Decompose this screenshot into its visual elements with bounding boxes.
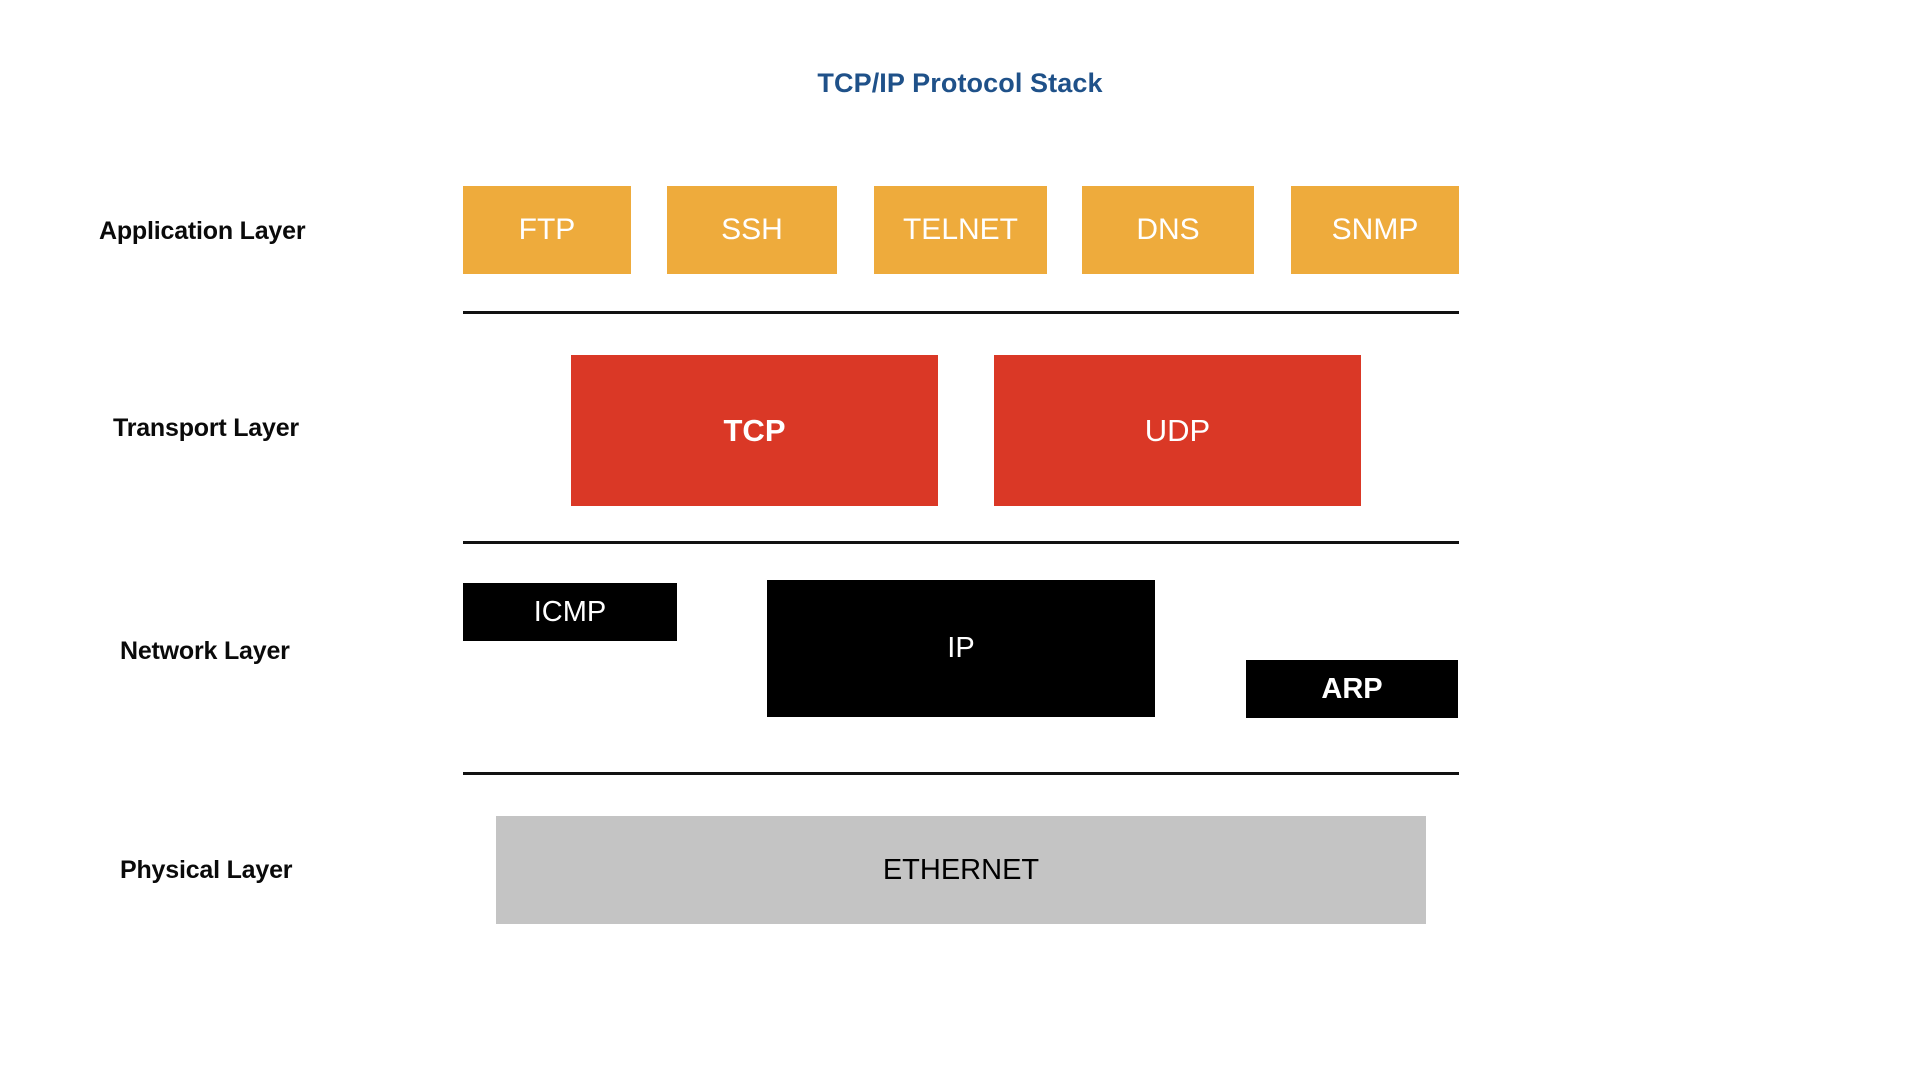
layer-label-physical: Physical Layer xyxy=(120,856,293,884)
layer-divider-application-transport xyxy=(463,311,1459,314)
protocol-box-snmp: SNMP xyxy=(1291,186,1459,274)
layer-label-network: Network Layer xyxy=(120,637,290,665)
protocol-box-ftp: FTP xyxy=(463,186,631,274)
protocol-box-dns: DNS xyxy=(1082,186,1254,274)
protocol-box-udp: UDP xyxy=(994,355,1361,506)
protocol-box-tcp: TCP xyxy=(571,355,938,506)
layer-label-transport: Transport Layer xyxy=(113,414,299,442)
protocol-box-arp: ARP xyxy=(1246,660,1458,718)
protocol-label-dns: DNS xyxy=(1136,213,1200,246)
protocol-label-udp: UDP xyxy=(1144,413,1211,448)
protocol-box-telnet: TELNET xyxy=(874,186,1047,274)
layer-divider-network-physical xyxy=(463,772,1459,775)
protocol-label-tcp: TCP xyxy=(723,413,786,448)
protocol-label-telnet: TELNET xyxy=(902,213,1019,246)
protocol-box-ethernet: ETHERNET xyxy=(496,816,1426,924)
protocol-label-ethernet: ETHERNET xyxy=(882,853,1040,886)
protocol-label-icmp: ICMP xyxy=(533,595,607,628)
protocol-label-ftp: FTP xyxy=(518,213,576,246)
protocol-label-ssh: SSH xyxy=(721,213,783,246)
layer-divider-transport-network xyxy=(463,541,1459,544)
layer-label-application: Application Layer xyxy=(99,217,306,245)
protocol-label-snmp: SNMP xyxy=(1331,213,1419,246)
protocol-box-ssh: SSH xyxy=(667,186,837,274)
protocol-label-ip: IP xyxy=(947,632,975,664)
protocol-box-icmp: ICMP xyxy=(463,583,677,641)
page-title: TCP/IP Protocol Stack xyxy=(817,68,1103,98)
protocol-box-ip: IP xyxy=(767,580,1155,717)
protocol-label-arp: ARP xyxy=(1321,672,1383,705)
